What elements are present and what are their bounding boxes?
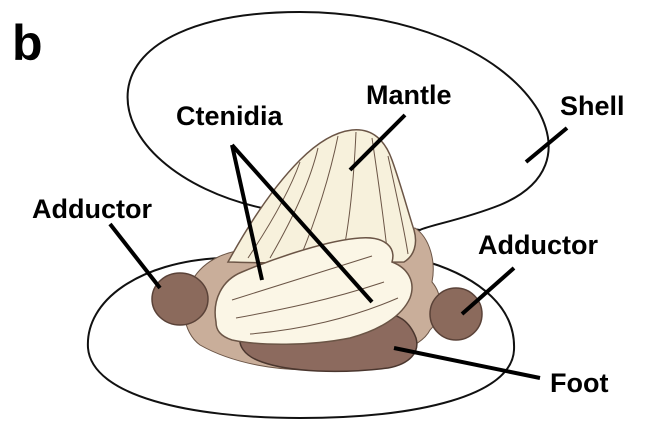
label-adductor-right: Adductor	[478, 230, 598, 260]
label-adductor-left: Adductor	[32, 194, 152, 224]
label-foot: Foot	[550, 368, 608, 398]
label-ctenidia: Ctenidia	[176, 101, 283, 131]
adductor-muscle-right	[430, 288, 482, 340]
panel-letter: b	[12, 15, 43, 71]
label-shell: Shell	[560, 91, 625, 121]
label-mantle: Mantle	[366, 80, 452, 110]
adductor-muscle-left	[152, 273, 208, 325]
